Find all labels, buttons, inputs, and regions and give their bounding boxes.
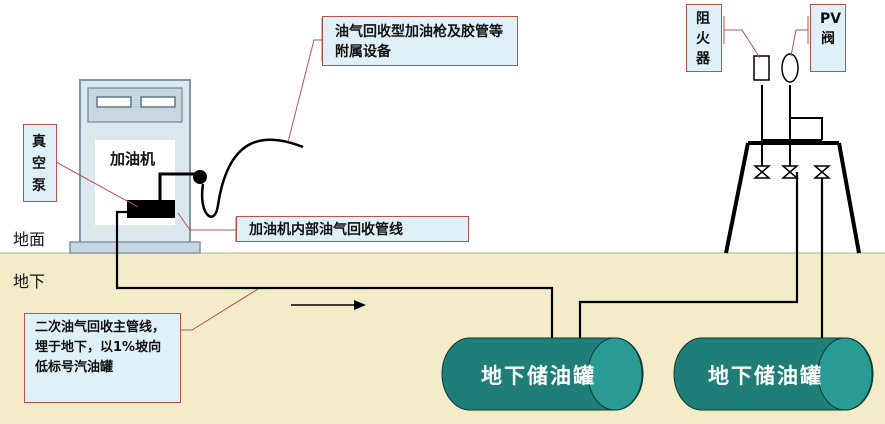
vent-pipe-1 — [578, 172, 799, 338]
vacuum-pump-callout: 真空泵 — [23, 124, 57, 202]
valve-2-icon — [780, 165, 800, 179]
dispenser-display-left — [96, 96, 132, 108]
leader-nozzle — [287, 39, 322, 143]
valve-3-icon — [812, 165, 832, 179]
main-pipe-callout-text: 二次油气回收主管线，埋于地下，以1%坡向低标号汽油罐 — [35, 320, 166, 375]
flame-arrester-callout-text: 阻火器 — [696, 11, 710, 67]
valve-1-icon — [752, 165, 772, 179]
leader-internal — [177, 212, 236, 231]
vacuum-pump-callout-text: 真空泵 — [32, 134, 46, 194]
nozzle-hose-callout-text: 油气回收型加油枪及胶管等附属设备 — [335, 24, 503, 60]
tank-2-label: 地下储油罐 — [708, 364, 823, 388]
dispenser-label: 加油机 — [110, 150, 156, 168]
secondary-vapor-pipe — [115, 210, 554, 338]
internal-pipeline-callout: 加油机内部油气回收管线 — [236, 216, 469, 242]
leader-arrester — [724, 29, 761, 59]
tank-1-end — [587, 337, 643, 411]
vent-stand — [724, 141, 861, 254]
pv-valve-callout-text: PV阀 — [820, 11, 842, 47]
internal-pipe — [158, 172, 197, 200]
tank-1-label: 地下储油罐 — [481, 364, 596, 388]
nozzle-hose-callout: 油气回收型加油枪及胶管等附属设备 — [322, 16, 518, 66]
pv-valve-callout: PV阀 — [810, 4, 846, 72]
nozzle-hose — [200, 138, 304, 218]
internal-pipeline-callout-text: 加油机内部油气回收管线 — [249, 222, 403, 238]
vent-pipe-link-2 — [790, 117, 823, 140]
flame-arrester-icon — [753, 55, 770, 81]
pv-valve-icon — [781, 53, 799, 83]
underground-label: 地下 — [13, 272, 46, 291]
dispenser-display-right — [140, 96, 176, 108]
nozzle-fitting — [193, 170, 207, 184]
ground-surface-label: 地面 — [13, 230, 46, 249]
leader-pv — [790, 29, 808, 57]
dispenser-base — [69, 241, 201, 254]
flame-arrester-callout: 阻火器 — [686, 4, 722, 72]
vacuum-pump — [127, 200, 175, 218]
flow-arrow-head — [354, 300, 366, 310]
main-pipe-callout: 二次油气回收主管线，埋于地下，以1%坡向低标号汽油罐 — [24, 313, 181, 403]
leader-vacuum — [55, 161, 139, 208]
leader-main-pipe — [180, 288, 259, 331]
tank-2-end — [817, 337, 873, 411]
